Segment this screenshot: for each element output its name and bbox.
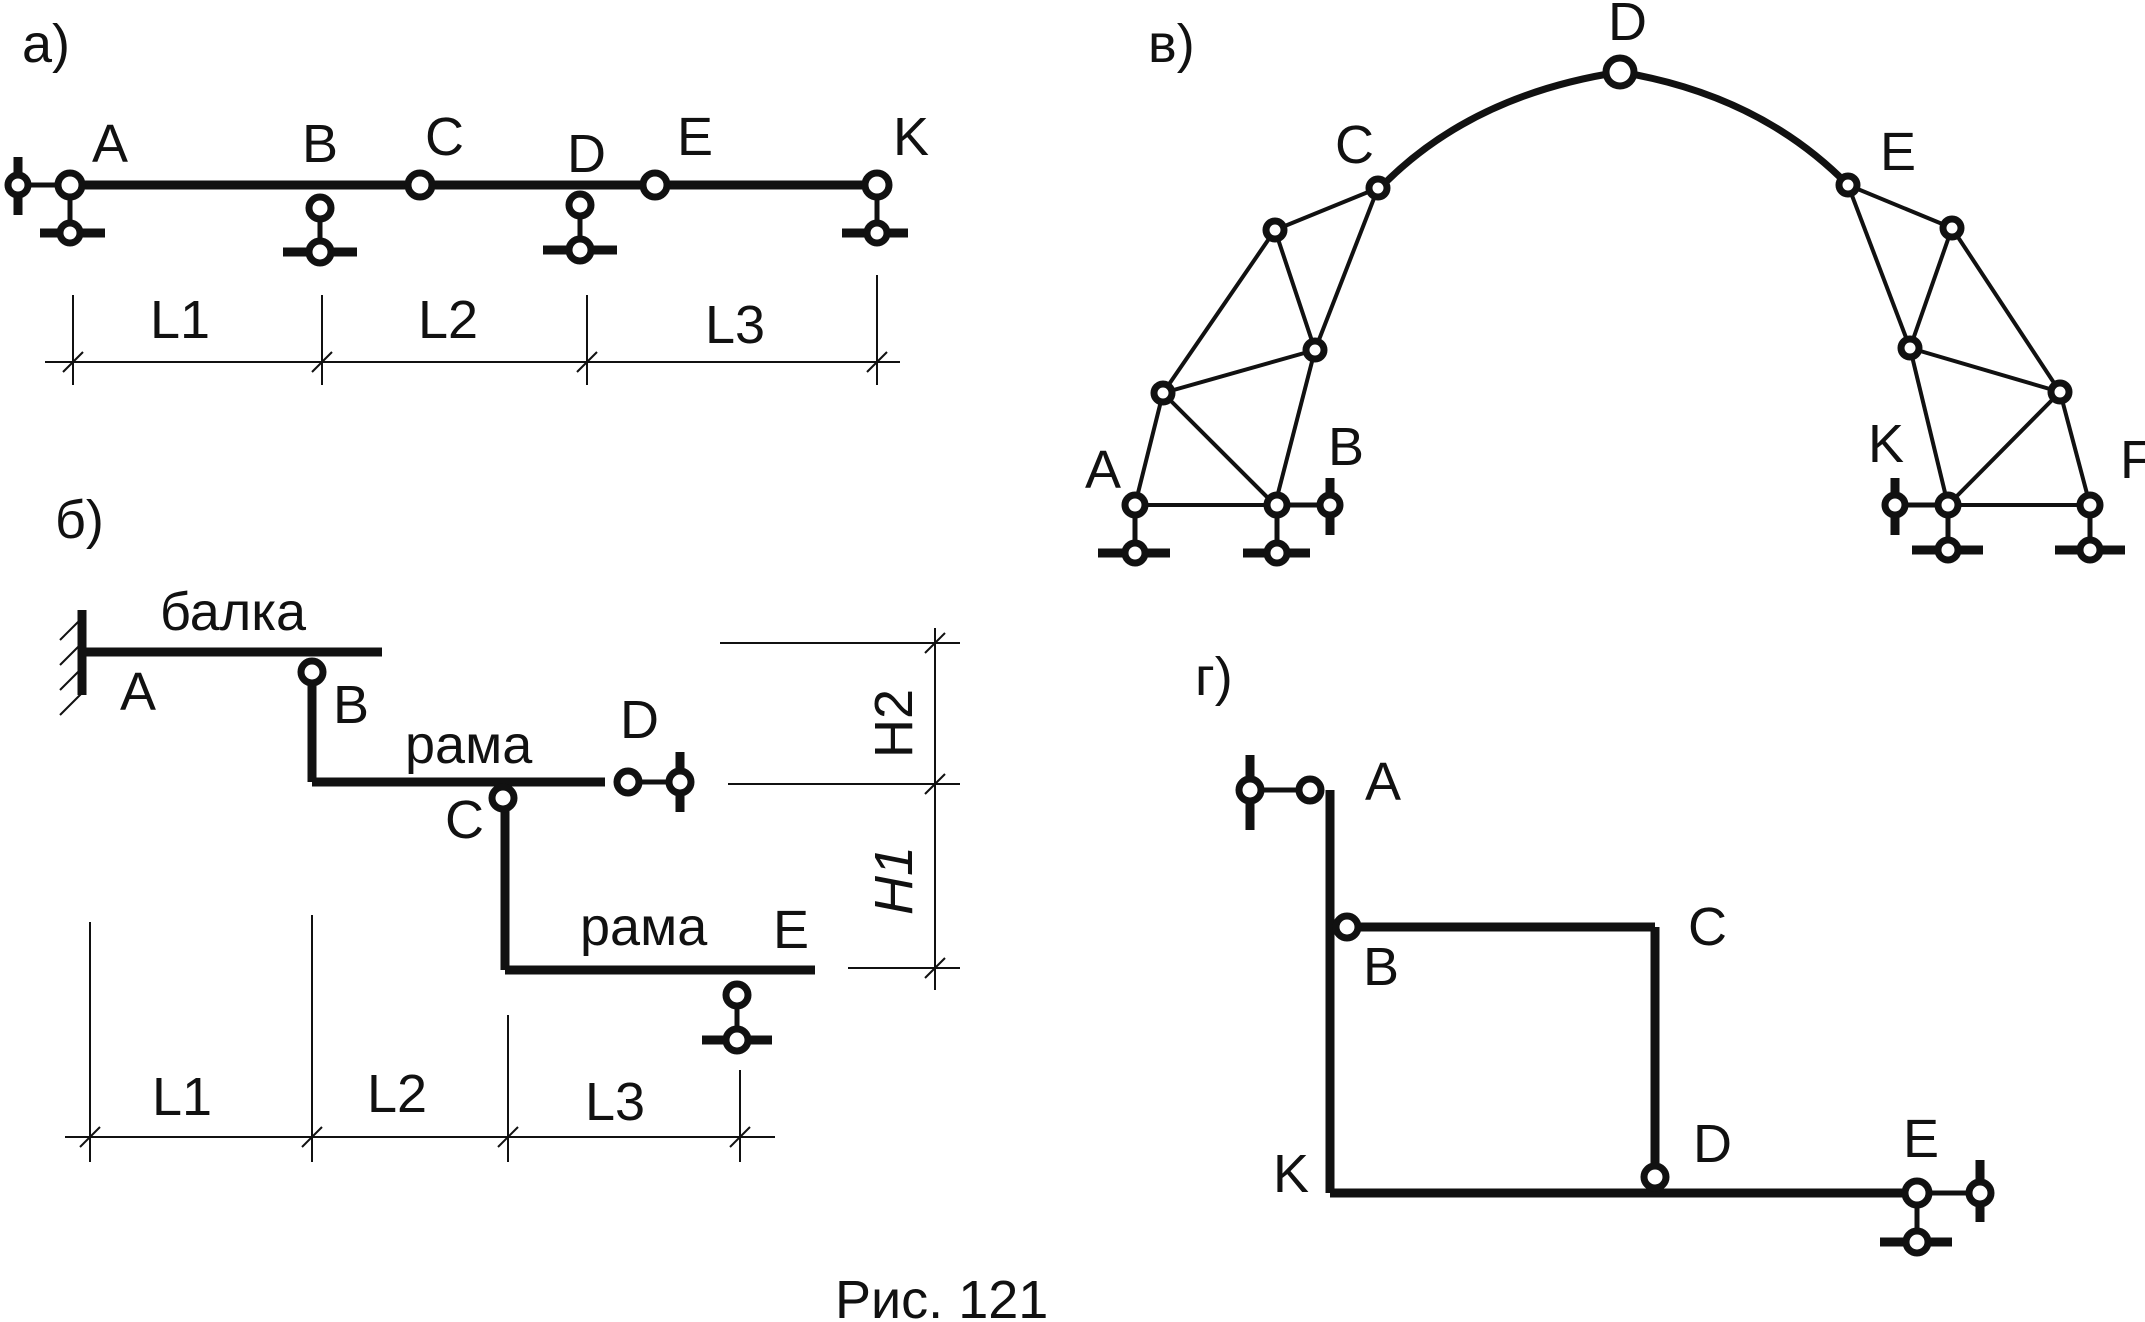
node-label-k: K [893,107,929,167]
hinge-c [1365,175,1391,201]
node-label-d: D [620,690,659,750]
dimension-line-a [45,275,900,385]
support-a [1098,491,1170,567]
support-a [1235,755,1325,830]
support-e [1880,1160,1995,1257]
support-k [842,169,908,247]
arch-curve [1377,68,1851,191]
node-label-d: D [1693,1114,1732,1174]
dimension-line-b-vertical [720,628,960,990]
support-e [702,980,772,1055]
truss-node [1150,380,1176,406]
node-label-d: D [567,124,606,184]
node-label-e: E [1903,1109,1939,1169]
node-label-a: A [92,114,128,174]
support-d [543,190,617,265]
panel-b: б) балка A B рама D C рама [55,490,960,1162]
panel-a: а) [4,14,929,385]
node-label-c: C [425,107,464,167]
hinge-e [639,169,671,201]
panel-v-tag: в) [1148,14,1195,74]
node-label-c: C [1688,897,1727,957]
node-label-d: D [1608,0,1647,52]
node-label-e: E [773,900,809,960]
panel-g: г) A B C D K E [1195,647,1995,1257]
hinge-c [488,783,518,813]
span-label-l3: L3 [705,295,765,355]
node-label-a: A [120,662,156,722]
left-truss [1133,186,1380,507]
panel-b-tag: б) [55,490,104,550]
hinge-c [404,169,436,201]
truss-node [1939,215,1965,241]
member-label-rama-1: рама [405,715,533,775]
span-label-l2: L2 [367,1064,427,1124]
hinge-e [1835,172,1861,198]
hinge-b [1332,912,1362,942]
truss-node [2047,379,2073,405]
node-label-e: E [1880,122,1916,182]
support-b [283,193,357,267]
truss-node [1302,337,1328,363]
dimension-line-b-horizontal [65,915,775,1162]
panel-a-tag: а) [22,14,70,74]
support-d [613,752,695,812]
hinge-d [1640,1162,1670,1192]
node-label-k: K [1868,414,1904,474]
panel-v: в) [1085,0,2145,567]
member-label-balka: балка [160,582,307,642]
span-label-l3: L3 [585,1072,645,1132]
span-label-l2: L2 [418,290,478,350]
hinge-d [1602,54,1638,90]
right-truss [1846,183,2092,507]
node-label-a: A [1085,440,1121,500]
node-label-b: B [302,114,338,174]
span-label-l1: L1 [150,290,210,350]
hinge-b [297,657,327,687]
support-a-horizontal [4,157,60,215]
node-label-a: A [1365,752,1401,812]
truss-node [1897,335,1923,361]
figure-caption: Рис. 121 [835,1270,1048,1322]
member-label-rama-2: рама [580,897,708,957]
height-label-h2: H2 [864,689,924,758]
fixed-support-a [59,610,87,716]
support-f [2055,491,2125,564]
node-label-f: F [2120,430,2145,490]
node-label-e: E [677,107,713,167]
height-label-h1: H1 [864,846,924,915]
node-label-c: C [445,790,484,850]
node-label-b: B [1363,937,1399,997]
support-k [1881,478,1983,564]
node-label-b: B [1328,417,1364,477]
truss-node [1262,217,1288,243]
node-label-c: C [1335,115,1374,175]
support-b [1243,478,1344,567]
hinge-a [54,169,86,201]
span-label-l1: L1 [152,1067,212,1127]
panel-g-tag: г) [1195,647,1233,707]
node-label-k: K [1273,1144,1309,1204]
node-label-b: B [333,675,369,735]
